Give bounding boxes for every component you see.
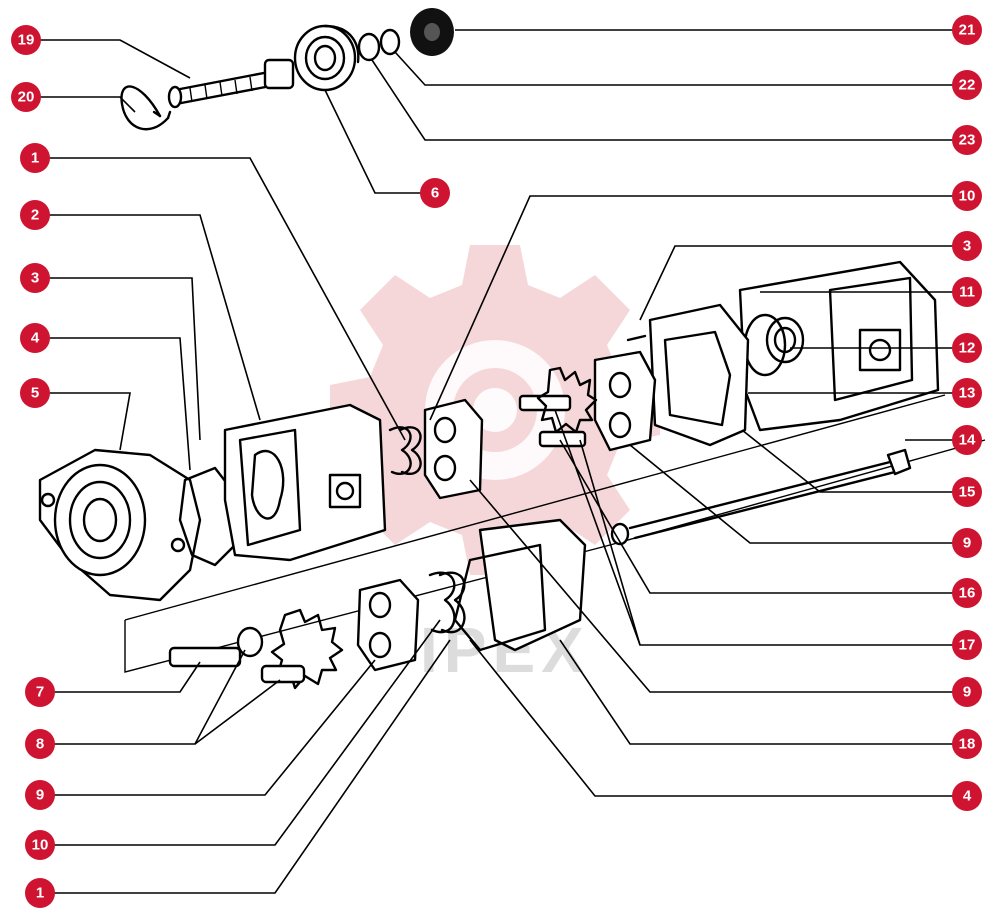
svg-text:18: 18: [959, 736, 976, 753]
part-gasket-left: [178, 466, 237, 567]
svg-text:12: 12: [959, 340, 976, 357]
callout-20: 20: [11, 82, 41, 112]
part-rear-plate: [626, 303, 750, 447]
part-gear-pair-right: [518, 350, 657, 452]
part-seal-set-lower: [428, 571, 466, 634]
callout-16: 16: [952, 578, 982, 608]
callout-10-left: 10: [25, 830, 55, 860]
svg-text:19: 19: [18, 32, 35, 49]
svg-text:5: 5: [31, 385, 39, 402]
svg-text:3: 3: [31, 270, 39, 287]
callout-10-right: 10: [952, 181, 982, 211]
svg-text:15: 15: [959, 484, 976, 501]
svg-text:4: 4: [963, 788, 972, 805]
svg-text:14: 14: [959, 432, 976, 449]
callout-3-left: 3: [20, 263, 50, 293]
svg-text:23: 23: [959, 132, 976, 149]
callout-19: 19: [11, 25, 41, 55]
part-flange-housing: [38, 448, 202, 602]
part-gear-housing-front: [223, 403, 387, 562]
callout-18: 18: [952, 729, 982, 759]
callout-9-right-b: 9: [952, 677, 982, 707]
part-circlip: [120, 85, 172, 131]
part-gear-pair-lower: [168, 608, 344, 690]
callout-21: 21: [952, 15, 982, 45]
callout-4-left: 4: [20, 323, 50, 353]
callout-6: 6: [420, 178, 450, 208]
svg-text:21: 21: [959, 22, 976, 39]
callout-11: 11: [952, 277, 982, 307]
svg-text:13: 13: [959, 385, 976, 402]
svg-text:10: 10: [32, 837, 49, 854]
svg-text:9: 9: [963, 684, 971, 701]
callout-23: 23: [952, 125, 982, 155]
callout-1-bottom: 1: [25, 878, 55, 908]
callout-13: 13: [952, 378, 982, 408]
callout-1-top: 1: [20, 143, 50, 173]
callout-9-left: 9: [25, 780, 55, 810]
part-front-plate-lower: [453, 518, 587, 652]
part-seal-rings: [357, 8, 454, 62]
callout-8: 8: [25, 729, 55, 759]
callout-4-right: 4: [952, 781, 982, 811]
svg-text:3: 3: [963, 238, 971, 255]
svg-text:11: 11: [959, 284, 975, 301]
svg-text:4: 4: [31, 330, 40, 347]
leader-lines: [40, 29, 967, 894]
callout-15: 15: [952, 477, 982, 507]
svg-text:9: 9: [963, 535, 971, 552]
part-bearing: [293, 24, 360, 92]
svg-text:16: 16: [959, 585, 976, 602]
callout-17: 17: [952, 630, 982, 660]
svg-text:17: 17: [959, 637, 976, 654]
svg-text:22: 22: [959, 77, 976, 94]
callout-14: 14: [952, 425, 982, 455]
part-seal-set-center: [388, 426, 422, 475]
svg-text:7: 7: [36, 684, 44, 701]
svg-text:9: 9: [36, 787, 44, 804]
svg-text:8: 8: [36, 736, 44, 753]
part-shaft: [167, 58, 295, 109]
callout-9-right-a: 9: [952, 528, 982, 558]
callout-2: 2: [20, 200, 50, 230]
svg-text:20: 20: [18, 89, 35, 106]
part-rear-cover: [738, 260, 940, 432]
svg-text:6: 6: [431, 185, 439, 202]
svg-text:2: 2: [31, 207, 39, 224]
callout-3-right: 3: [952, 231, 982, 261]
callout-22: 22: [952, 70, 982, 100]
part-long-bolt: [610, 448, 912, 546]
svg-text:10: 10: [959, 188, 976, 205]
part-bushing-block-lower: [356, 578, 420, 672]
callout-7: 7: [25, 677, 55, 707]
svg-text:1: 1: [36, 885, 44, 902]
svg-text:1: 1: [31, 150, 39, 167]
callout-5: 5: [20, 378, 50, 408]
callout-12: 12: [952, 333, 982, 363]
part-bushing-block-center: [423, 398, 484, 500]
